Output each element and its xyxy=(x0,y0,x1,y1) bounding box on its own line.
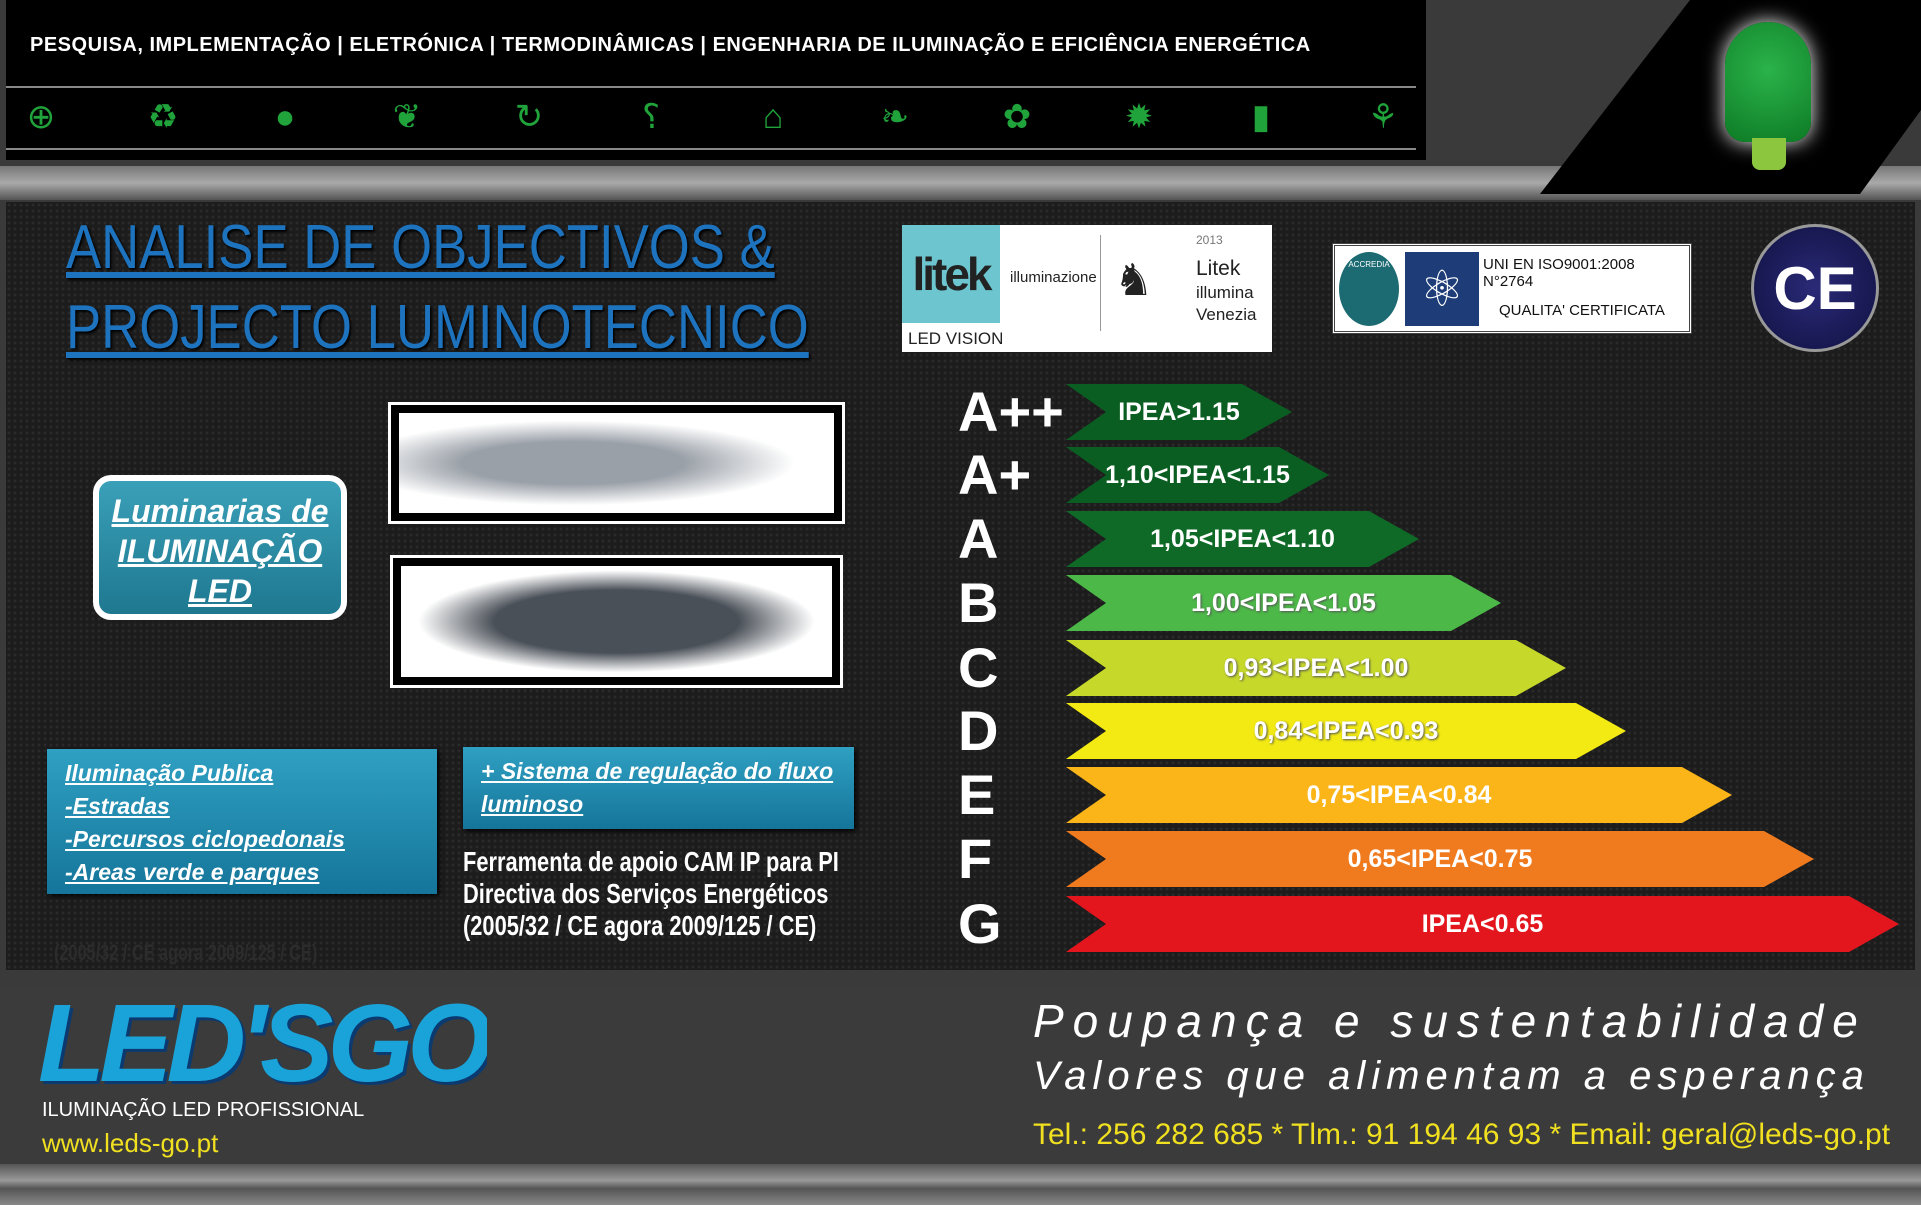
flux-regulation-box: + Sistema de regulação do fluxo luminoso xyxy=(463,747,854,829)
energy-class-letter: A++ xyxy=(958,380,1064,443)
cycle-arrows-icon: ↻ xyxy=(514,98,544,136)
divider xyxy=(6,148,1416,150)
winged-lion-icon: ♞ xyxy=(1114,256,1154,305)
ce-mark-icon: CE xyxy=(1751,224,1879,352)
energy-class-letter: D xyxy=(958,699,999,762)
litek-name: Litek xyxy=(1196,257,1241,280)
application-item: Iluminação Publica xyxy=(65,760,274,786)
slogan-1: Poupança e sustentabilidade xyxy=(1033,995,1867,1047)
green-bulb-icon xyxy=(1725,22,1811,142)
atom-icon: ⚛ xyxy=(1405,252,1479,326)
application-item: -Areas verde e parques xyxy=(65,859,320,885)
energy-class-letter: C xyxy=(958,636,999,699)
energy-class-arrow: 0,93<IPEA<1.00 xyxy=(1066,640,1566,696)
trash-bin-icon: ▮ xyxy=(1251,98,1271,136)
tool-line: (2005/32 / CE agora 2009/125 / CE) xyxy=(463,910,817,941)
header-tagline: PESQUISA, IMPLEMENTAÇÃO | ELETRÓNICA | T… xyxy=(30,34,1311,56)
bottom-bars xyxy=(0,1164,1921,1205)
litek-vision: LED VISION xyxy=(908,329,1004,348)
tool-description: Ferramenta de apoio CAM IP para PI Direc… xyxy=(463,846,931,942)
tool-line: Directiva dos Serviços Energéticos xyxy=(463,878,829,909)
page-title-line1: ANALISE DE OBJECTIVOS & xyxy=(66,213,775,282)
energy-class-arrow: IPEA<0.65 xyxy=(1066,896,1899,952)
energy-class-letter: B xyxy=(958,571,999,634)
energy-class-arrow: 0,84<IPEA<0.93 xyxy=(1066,703,1626,759)
energy-class-letter: G xyxy=(958,892,1002,955)
applications-box: Iluminação Publica -Estradas -Percursos … xyxy=(47,749,437,894)
sun-icon: ✹ xyxy=(1124,98,1154,136)
divider xyxy=(6,86,1416,88)
contact-info: Tel.: 256 282 685 * Tlm.: 91 194 46 93 *… xyxy=(1033,1118,1891,1151)
badge-line: LED xyxy=(188,573,252,609)
bulb-base xyxy=(1752,138,1786,170)
energy-class-arrow: 1,00<IPEA<1.05 xyxy=(1066,575,1501,631)
badge-line: ILUMINAÇÃO xyxy=(117,533,323,569)
litek-sub: illuminazione xyxy=(1010,269,1097,286)
led-luminaires-badge: Luminarias de ILUMINAÇÃO LED xyxy=(93,475,347,620)
litek-tag1: illumina xyxy=(1196,283,1254,302)
iso-quality: QUALITA' CERTIFICATA xyxy=(1499,302,1665,319)
page-title-line2: PROJECTO LUMINOTECNICO xyxy=(66,293,809,362)
energy-class-letter: E xyxy=(958,763,996,826)
water-tap-icon: ⸮ xyxy=(641,98,661,136)
tool-line: Ferramenta de apoio CAM IP para PI xyxy=(463,846,839,877)
system-line: + Sistema de regulação do fluxo xyxy=(481,758,834,784)
bulb-icon: ● xyxy=(274,98,296,136)
accredia-seal-icon: ACCREDIA xyxy=(1339,252,1399,326)
energy-class-arrow: 0,65<IPEA<0.75 xyxy=(1066,831,1814,887)
energy-class-letter: F xyxy=(958,827,993,890)
badge-line: Luminarias de xyxy=(111,493,329,529)
leaves-icon: ❦ xyxy=(392,98,422,136)
energy-class-arrow: 1,05<IPEA<1.10 xyxy=(1066,511,1419,567)
energy-class-arrow: 0,75<IPEA<0.84 xyxy=(1066,767,1732,823)
luminaire-photo-2 xyxy=(390,555,843,688)
energy-class-letter: A xyxy=(958,507,999,570)
logo-subtitle: ILUMINAÇÃO LED PROFISSIONAL xyxy=(42,1099,365,1121)
luminaire-photo-1 xyxy=(388,402,845,524)
globe-plant-icon: ⊕ xyxy=(26,98,56,136)
slogan-2: Valores que alimentam a esperança xyxy=(1033,1054,1870,1098)
litek-brand: litek xyxy=(902,225,1000,323)
eco-house-icon: ⌂ xyxy=(762,98,784,136)
website-link[interactable]: www.leds-go.pt xyxy=(42,1128,219,1158)
litek-tag2: Venezia xyxy=(1196,305,1257,324)
butterfly-icon: ❧ xyxy=(880,98,910,136)
application-item: -Percursos ciclopedonais xyxy=(65,826,345,852)
energy-class-letter: A+ xyxy=(958,443,1032,506)
litek-logo: litek illuminazione LED VISION ♞ 2013 Li… xyxy=(902,225,1272,352)
application-item: -Estradas xyxy=(65,793,170,819)
top-banner xyxy=(6,0,1426,160)
recycle-icon: ♻ xyxy=(147,98,179,136)
iso-text: UNI EN ISO9001:2008 N°2764 xyxy=(1483,256,1635,290)
energy-class-arrow: 1,10<IPEA<1.15 xyxy=(1066,447,1329,503)
footer xyxy=(0,986,1921,1166)
faded-directive-text: (2005/32 / CE agora 2009/125 / CE) xyxy=(54,940,318,965)
plant-icon: ⚘ xyxy=(1367,98,1399,136)
divider xyxy=(1100,235,1101,331)
iso-certification: ACCREDIA ⚛ UNI EN ISO9001:2008 N°2764 QU… xyxy=(1332,243,1692,334)
flower-icon: ✿ xyxy=(1002,98,1032,136)
system-line: luminoso xyxy=(481,791,584,817)
ledsgo-logo: LED'SGO xyxy=(38,996,487,1092)
litek-year: 2013 xyxy=(1196,233,1223,247)
